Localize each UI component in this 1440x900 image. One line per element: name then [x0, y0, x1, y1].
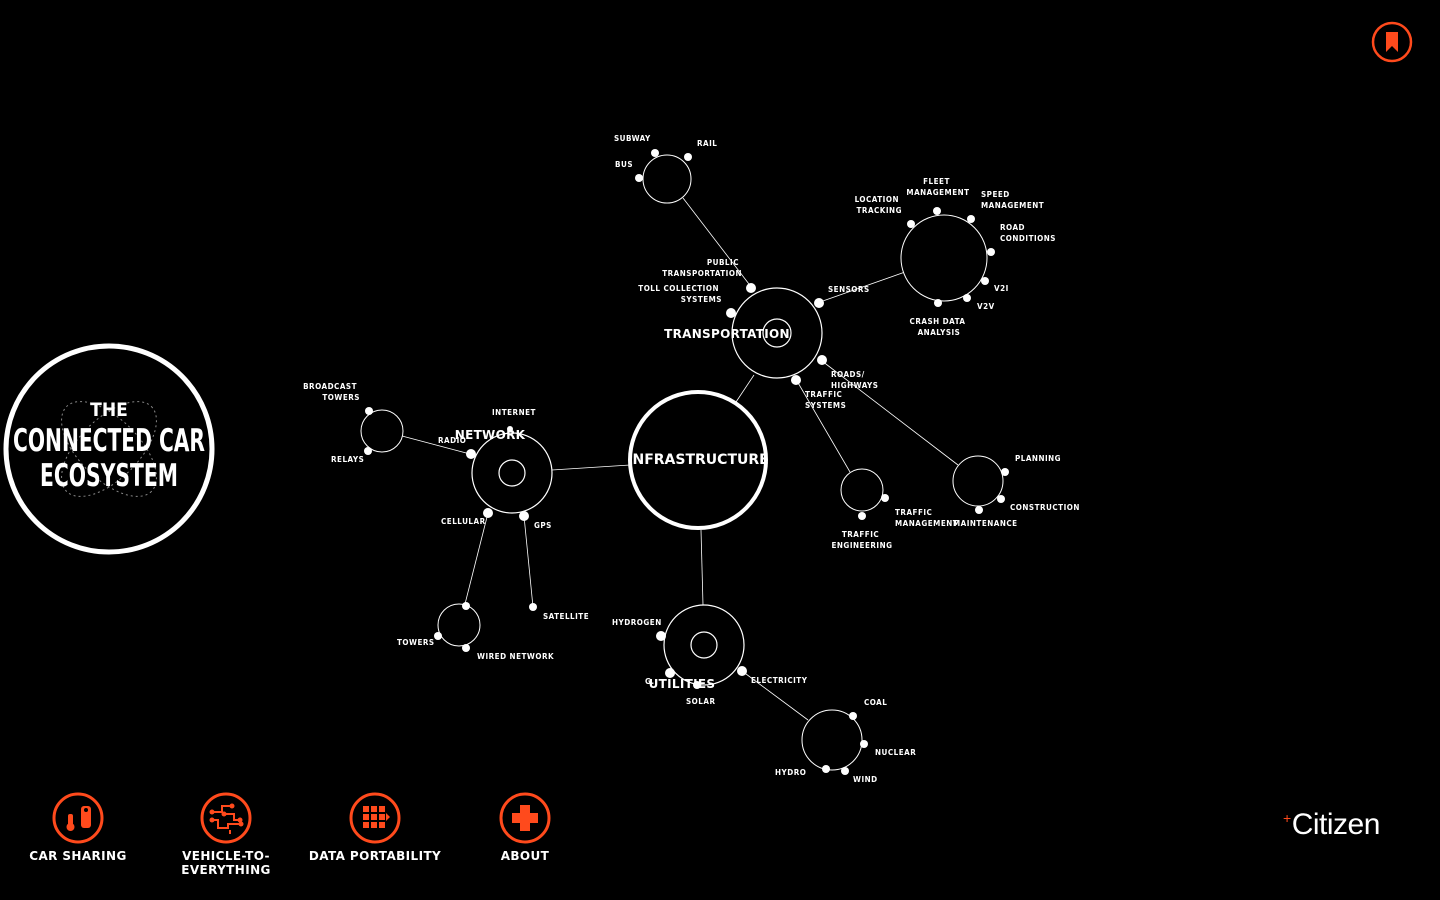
- label-satellite: SATELLITE: [543, 612, 589, 621]
- nav-about[interactable]: ABOUT: [445, 792, 605, 863]
- label-gps: GPS: [534, 521, 552, 530]
- bookmark-icon: [1371, 21, 1413, 63]
- electricity-node[interactable]: [801, 709, 863, 771]
- citizen-brand-logo[interactable]: +Citizen: [1283, 808, 1380, 842]
- sensors-node[interactable]: [900, 214, 988, 302]
- label-bus: BUS: [615, 160, 633, 169]
- label-traffic-management: TRAFFIC MANAGEMENT: [895, 508, 958, 528]
- label-sensors: SENSORS: [828, 285, 870, 294]
- infrastructure-node[interactable]: INFRASTRUCTURE: [627, 390, 769, 530]
- radio-node[interactable]: [360, 409, 404, 453]
- nav-data-portability[interactable]: DATA PORTABILITY: [295, 792, 455, 863]
- label-rail: RAIL: [697, 139, 717, 148]
- logo-line2: CONNECTED CAR: [13, 423, 205, 459]
- nav-v2x-label: VEHICLE-TO-EVERYTHING: [181, 849, 271, 877]
- label-towers: TOWERS: [397, 638, 435, 647]
- nav-data-portability-label: DATA PORTABILITY: [308, 849, 442, 863]
- connected-car-logo[interactable]: THE CONNECTED CAR ECOSYSTEM: [3, 343, 215, 555]
- label-relays: RELAYS: [331, 455, 364, 464]
- label-internet: INTERNET: [492, 408, 536, 417]
- svg-text:TRANSPORTATION: TRANSPORTATION: [664, 327, 790, 341]
- label-cellular: CELLULAR: [441, 517, 486, 526]
- label-coal: COAL: [864, 698, 887, 707]
- nav-about-label: ABOUT: [500, 849, 550, 863]
- nav-car-sharing[interactable]: CAR SHARING: [0, 792, 158, 863]
- svg-text:UTILITIES: UTILITIES: [649, 677, 716, 691]
- label-hydrogen: HYDROGEN: [612, 618, 662, 627]
- label-nuclear: NUCLEAR: [875, 748, 916, 757]
- label-v2v: V2V: [977, 302, 995, 311]
- nav-vehicle-to-everything[interactable]: VEHICLE-TO-EVERYTHING: [146, 792, 306, 877]
- label-road-conditions: ROAD CONDITIONS: [1000, 223, 1056, 243]
- label-traffic-systems: TRAFFIC SYSTEMS: [805, 390, 846, 410]
- public-transport-node[interactable]: [642, 154, 692, 204]
- label-public-transportation: PUBLIC TRANSPORTATION: [662, 258, 742, 278]
- car-sharing-icon: [52, 792, 104, 844]
- label-toll-collection: TOLL COLLECTION SYSTEMS: [638, 284, 722, 304]
- label-location-tracking: LOCATION TRACKING: [855, 195, 902, 215]
- label-planning: PLANNING: [1015, 454, 1061, 463]
- label-electricity: ELECTRICITY: [751, 676, 808, 685]
- svg-text:INFRASTRUCTURE: INFRASTRUCTURE: [627, 452, 768, 468]
- grid-icon: [349, 792, 401, 844]
- label-radio: RADIO: [438, 436, 466, 445]
- label-wired-network: WIRED NETWORK: [477, 652, 554, 661]
- network-hub[interactable]: NETWORK: [455, 428, 553, 514]
- traffic-systems-node[interactable]: [840, 468, 884, 512]
- label-solar: SOLAR: [686, 697, 716, 706]
- logo-line3: ECOSYSTEM: [40, 458, 178, 494]
- label-hydro: HYDRO: [775, 768, 806, 777]
- brand-name: Citizen: [1291, 808, 1381, 841]
- label-wind: WIND: [853, 775, 878, 784]
- cellular-node[interactable]: [437, 603, 481, 647]
- label-maintenance: MAINTENANCE: [953, 519, 1018, 528]
- transportation-hub[interactable]: TRANSPORTATION: [664, 287, 823, 379]
- bookmark-button[interactable]: [1371, 21, 1413, 63]
- label-v2i: V2I: [994, 284, 1009, 293]
- plus-icon: [499, 792, 551, 844]
- label-construction: CONSTRUCTION: [1010, 503, 1080, 512]
- nav-car-sharing-label: CAR SHARING: [29, 849, 127, 863]
- label-broadcast-towers: BROADCAST TOWERS: [303, 382, 360, 402]
- label-roads-highways: ROADS/ HIGHWAYS: [831, 370, 878, 390]
- label-crash-data: CRASH DATA ANALYSIS: [910, 317, 969, 337]
- logo-line1: THE: [90, 399, 128, 421]
- label-traffic-engineering: TRAFFIC ENGINEERING: [831, 530, 892, 550]
- circuit-icon: [200, 792, 252, 844]
- label-speed-management: SPEED MANAGEMENT: [981, 190, 1044, 210]
- label-subway: SUBWAY: [614, 134, 651, 143]
- node-dots: [364, 149, 1009, 775]
- brand-plus: +: [1283, 810, 1291, 826]
- utilities-hub[interactable]: UTILITIES: [649, 604, 745, 691]
- svg-text:NETWORK: NETWORK: [455, 428, 526, 442]
- label-fleet-management: FLEET MANAGEMENT: [906, 177, 969, 197]
- maintenance-node[interactable]: [952, 455, 1004, 507]
- label-g: G.: [645, 677, 655, 686]
